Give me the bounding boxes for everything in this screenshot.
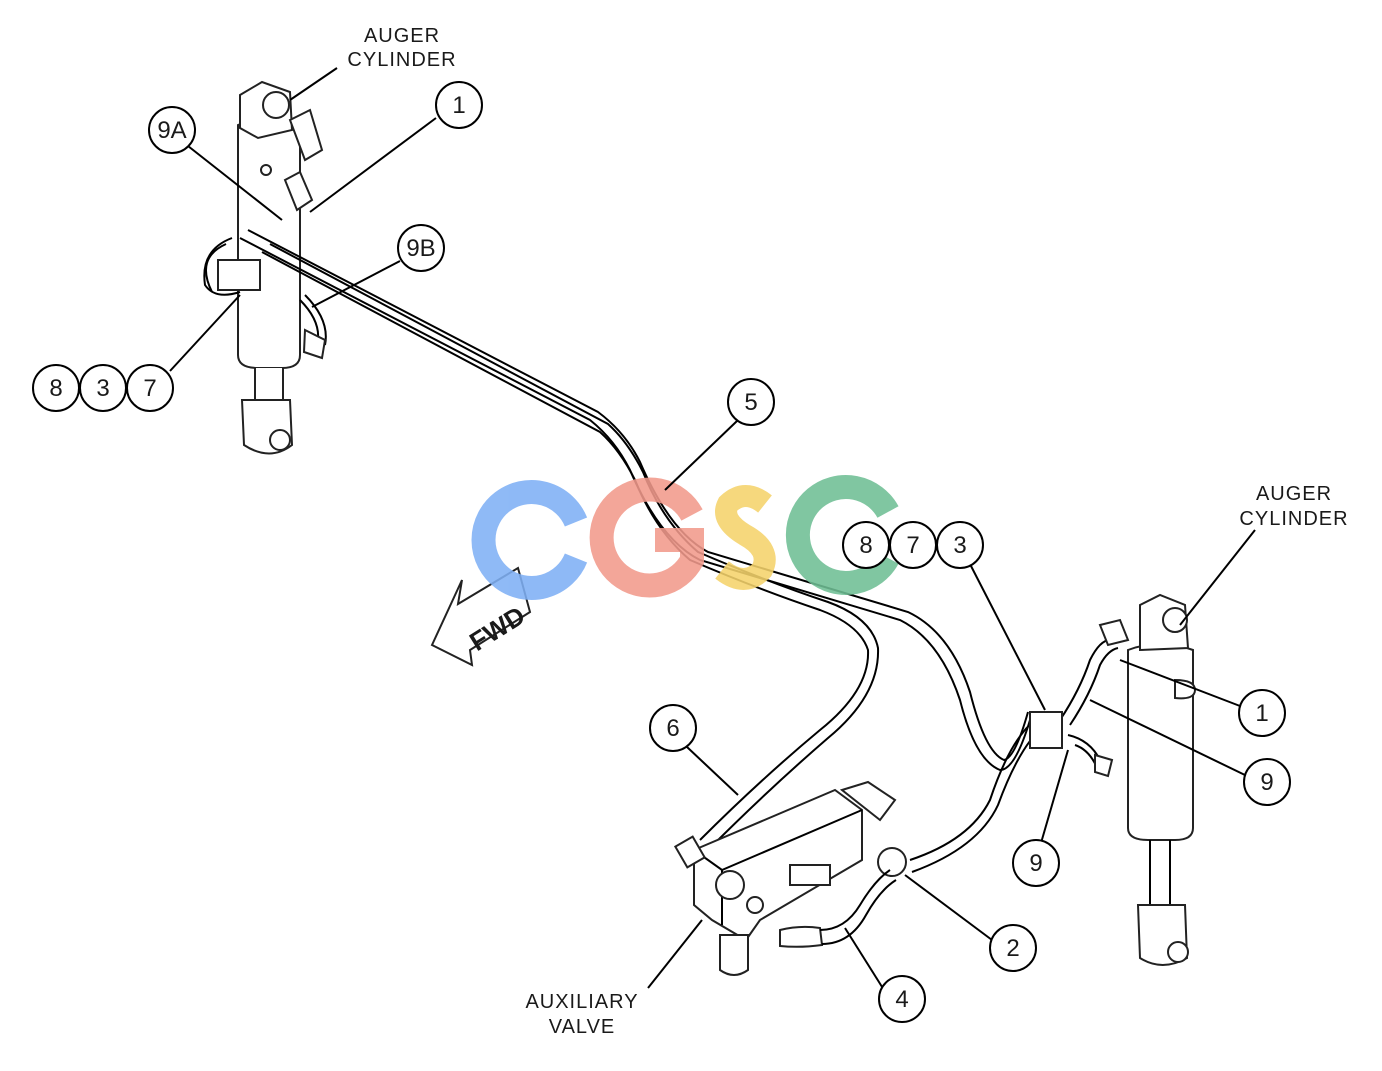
callout-5: 5 xyxy=(727,378,775,426)
callout-3-right: 3 xyxy=(936,521,984,569)
auger-cylinder-left-label-2: CYLINDER xyxy=(347,49,456,71)
left-hose-clamp xyxy=(217,259,261,291)
auxiliary-valve-label-2: VALVE xyxy=(549,1016,616,1038)
svg-text:7: 7 xyxy=(143,375,156,402)
callout-4: 4 xyxy=(878,975,926,1023)
svg-text:9A: 9A xyxy=(157,117,186,144)
callout-6: 6 xyxy=(649,704,697,752)
svg-text:7: 7 xyxy=(906,532,919,559)
leader-lines xyxy=(169,67,1256,991)
auger-cylinder-right-label-1: AUGER xyxy=(1256,483,1332,505)
svg-text:8: 8 xyxy=(859,532,872,559)
callout-9a: 9A xyxy=(148,106,196,154)
callout-1-left: 1 xyxy=(435,81,483,129)
svg-text:3: 3 xyxy=(96,375,109,402)
watermark-letter-g xyxy=(589,477,704,598)
auger-cylinder-left-label-1: AUGER xyxy=(364,25,440,47)
right-hose-clamp xyxy=(1029,711,1063,749)
auxiliary-valve-label-1: AUXILIARY xyxy=(525,991,638,1013)
svg-text:8: 8 xyxy=(49,375,62,402)
watermark-letter-c2 xyxy=(785,475,899,595)
callout-2: 2 xyxy=(989,924,1037,972)
svg-text:1: 1 xyxy=(452,92,465,119)
svg-text:4: 4 xyxy=(895,986,908,1013)
watermark-letter-s xyxy=(715,485,776,590)
watermark xyxy=(471,475,899,600)
callout-9-lower: 9 xyxy=(1012,839,1060,887)
right-auger-cylinder xyxy=(1127,593,1197,966)
callout-9b: 9B xyxy=(397,224,445,272)
svg-text:1: 1 xyxy=(1255,700,1268,727)
callout-7-right: 7 xyxy=(889,521,937,569)
right-hoses xyxy=(909,618,1130,873)
svg-text:6: 6 xyxy=(666,715,679,742)
svg-text:9: 9 xyxy=(1260,769,1273,796)
svg-text:2: 2 xyxy=(1006,935,1019,962)
svg-text:3: 3 xyxy=(953,532,966,559)
callout-7-left: 7 xyxy=(126,364,174,412)
watermark-letter-c1 xyxy=(471,480,588,600)
callout-1-right: 1 xyxy=(1238,689,1286,737)
auger-cylinder-right-label-2: CYLINDER xyxy=(1239,508,1348,530)
svg-text:5: 5 xyxy=(744,389,757,416)
callout-8-left: 8 xyxy=(32,364,80,412)
auxiliary-valve xyxy=(673,780,907,976)
svg-text:9B: 9B xyxy=(406,235,435,262)
callouts: 1 9A 9B 8 3 7 5 8 xyxy=(32,81,1291,1023)
svg-text:9: 9 xyxy=(1029,850,1042,877)
callout-8-right: 8 xyxy=(842,521,890,569)
callout-9-right: 9 xyxy=(1243,758,1291,806)
callout-3-left: 3 xyxy=(79,364,127,412)
